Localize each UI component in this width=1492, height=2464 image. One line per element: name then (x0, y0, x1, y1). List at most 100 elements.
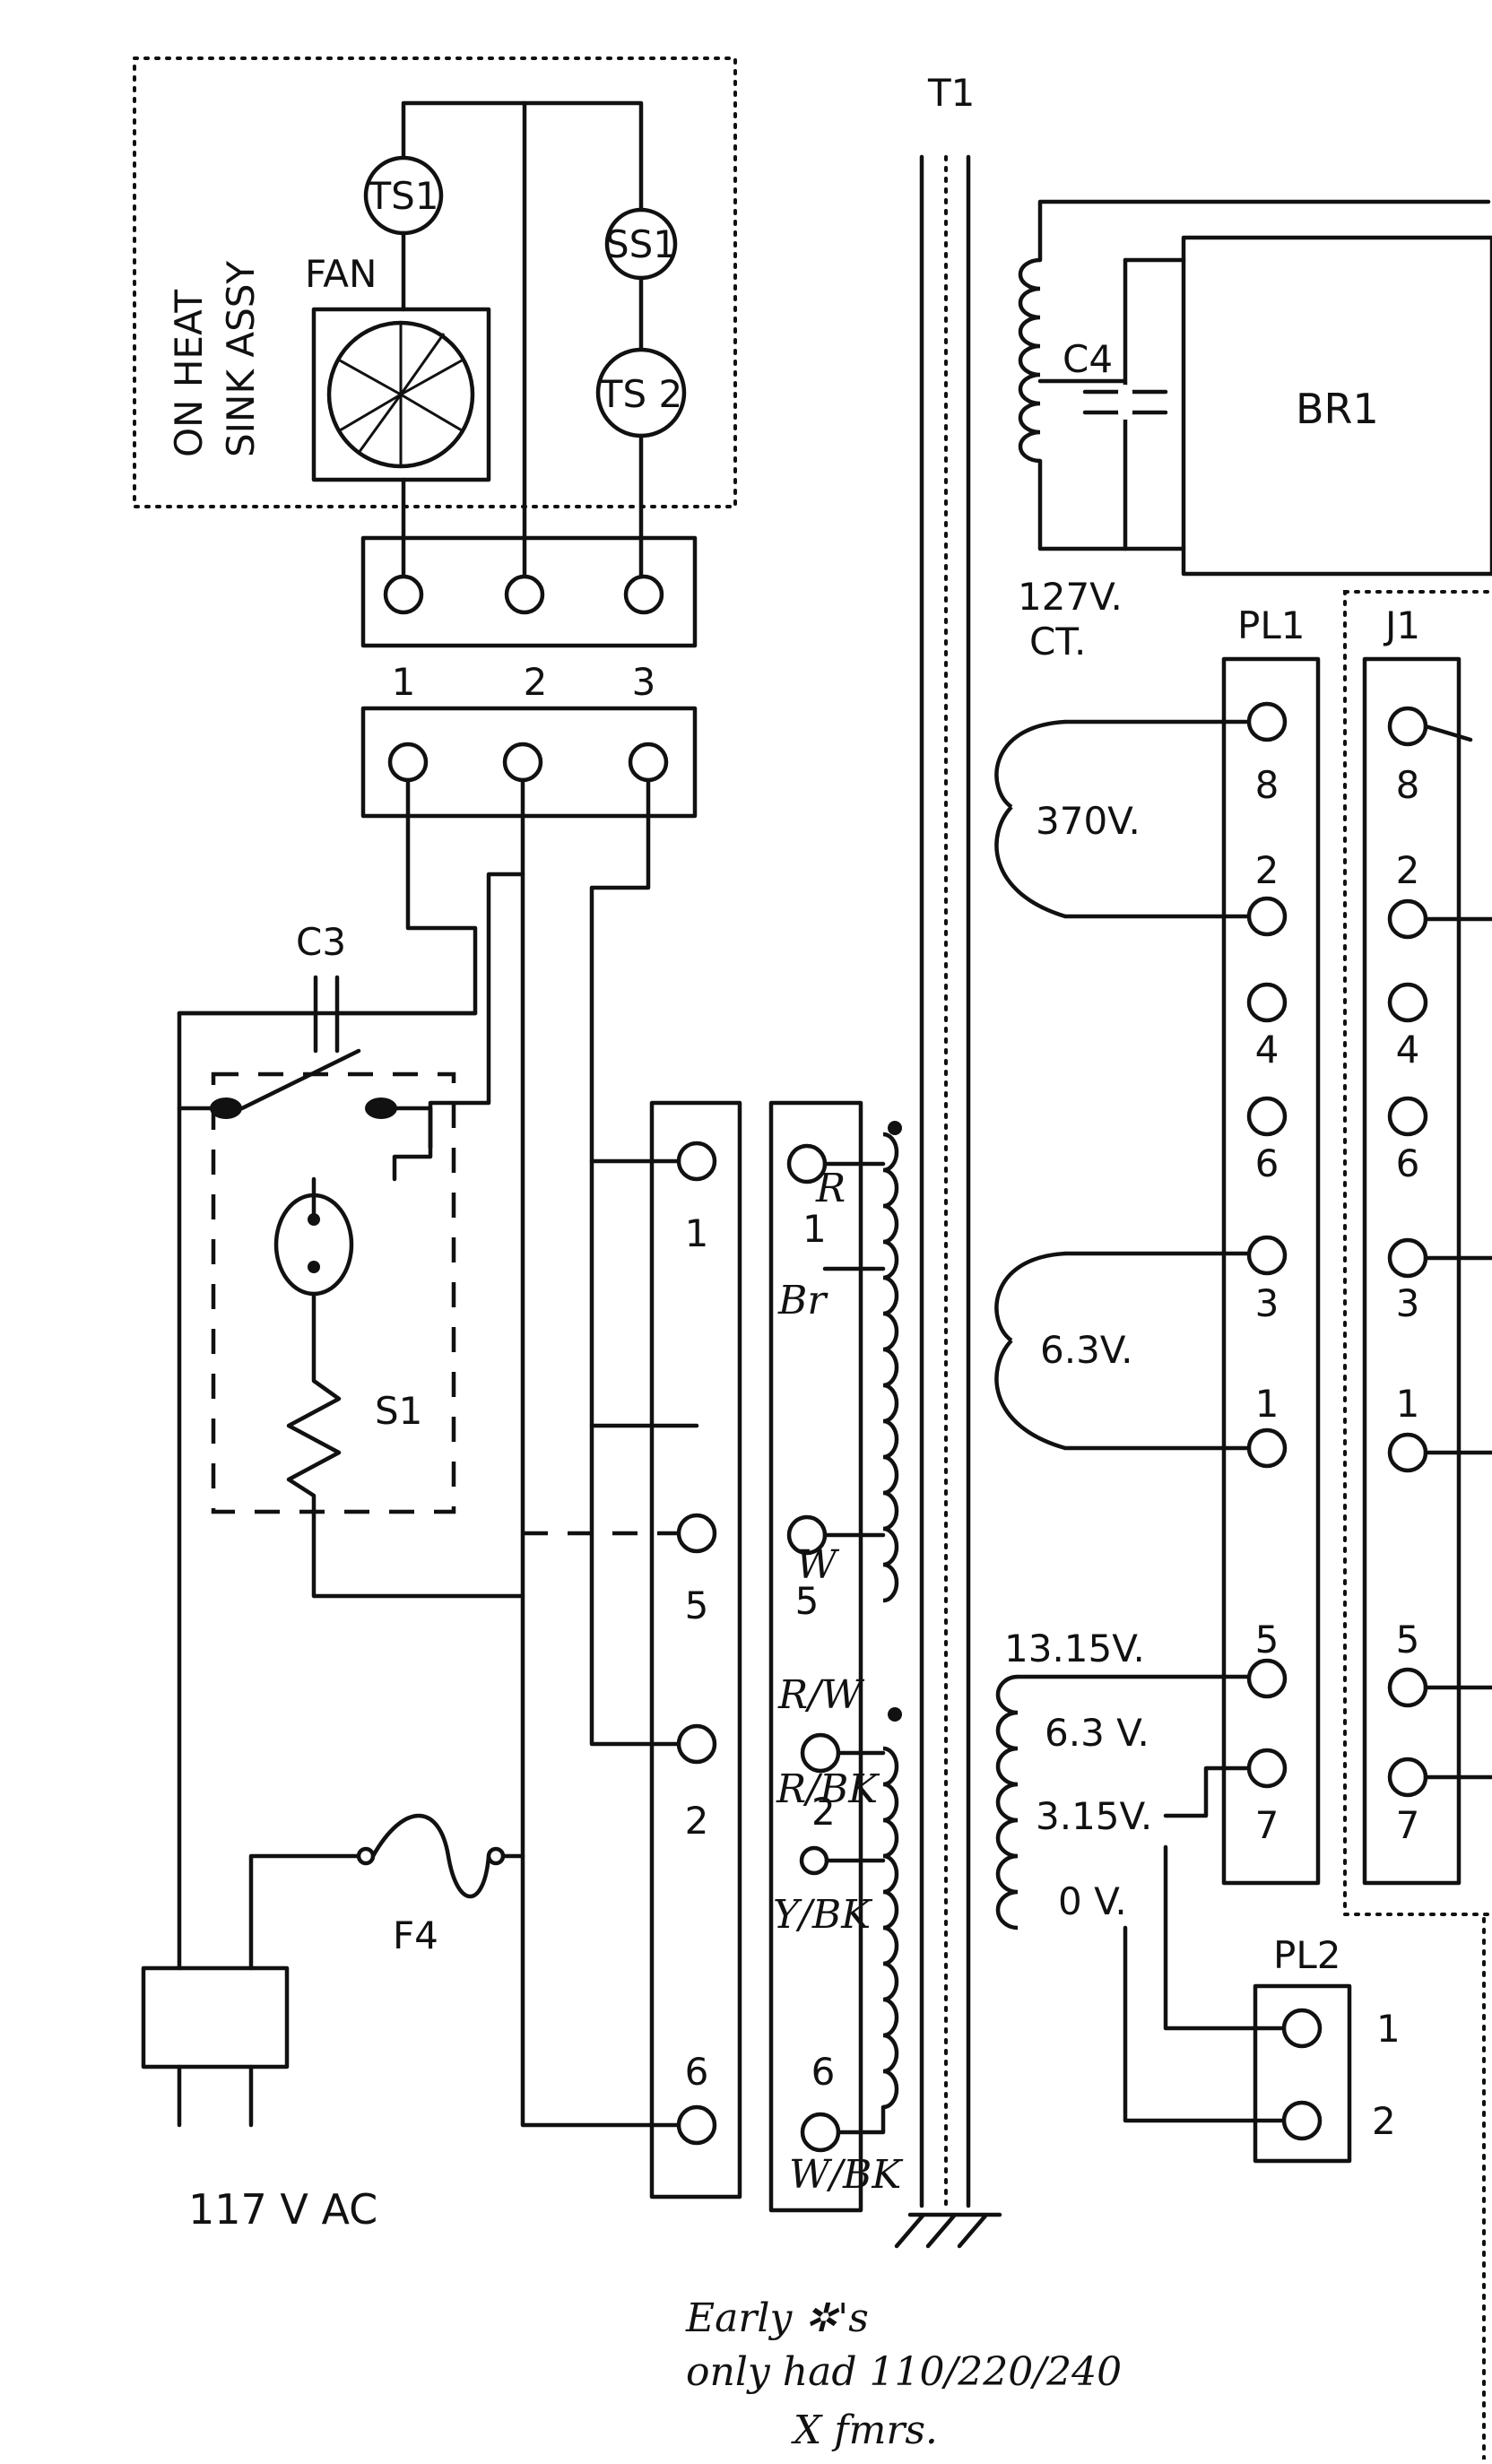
pl1-pin-1 (1246, 1427, 1288, 1469)
s1-resistor (286, 1291, 525, 1599)
j1-pin-8-wire (1423, 724, 1473, 742)
pl1-pin-4 (1246, 982, 1288, 1023)
pl1-pin-7 (1246, 1748, 1288, 1789)
terminal-1-label: 1 (685, 1211, 709, 1255)
terminal-5-label: 5 (685, 1583, 709, 1627)
pl1-pin-2-label: 2 (1255, 848, 1279, 892)
pl2-body (1253, 1983, 1352, 2164)
j1-pin-1 (1387, 1432, 1428, 1473)
pl1-pin-8-label: 8 (1255, 763, 1279, 807)
terminal-1 (676, 1141, 717, 1182)
j1-body (1362, 656, 1462, 1886)
winding-1-phase-dot (888, 1121, 902, 1135)
connector-lower-pin-1 (387, 742, 429, 783)
pl1-pin-3-label: 3 (1255, 1281, 1279, 1325)
j1-pin-3 (1387, 1237, 1428, 1279)
br1-bridge-rectifier (1181, 235, 1492, 577)
tap-1-number: 1 (802, 1207, 827, 1251)
ground-icon (894, 2212, 1002, 2249)
ct-top-wire (1037, 199, 1491, 263)
ac-plug-icon (141, 1965, 290, 2069)
j1-connector: J1 8 2 4 6 3 1 5 7 (1343, 590, 1492, 2461)
winding-6v3-label: 6.3V. (1040, 1328, 1132, 1372)
fan-housing (311, 307, 491, 482)
j1-pin-2 (1387, 898, 1428, 940)
tap-6-number: 6 (811, 2050, 836, 2094)
tap-13v15-label: 13.15V. (1004, 1627, 1145, 1670)
primary-tap-2 (800, 1732, 841, 1774)
j1-pin-8-label: 8 (1396, 763, 1420, 807)
tap-2-rbk-label: R/BK (776, 1766, 880, 1812)
pin3-wire (589, 777, 699, 1747)
switch-s1-section: C3 S1 (177, 777, 699, 2128)
s1-lamp-electrode-bottom (308, 1261, 320, 1273)
tap-3v15-lead (1163, 1844, 1287, 2031)
f4-fuse-icon (370, 1813, 491, 1898)
tap-2-color-label: R/W (777, 1672, 865, 1718)
j1-label: J1 (1383, 603, 1420, 647)
pl1-label: PL1 (1237, 603, 1305, 647)
j1-pin-7-label: 7 (1396, 1803, 1420, 1847)
ct-bottom-wire (1037, 458, 1186, 551)
ts1-label: TS1 (367, 174, 438, 218)
heat-sink-label-line1: ON HEAT (167, 290, 211, 457)
pl1-pin-3 (1246, 1235, 1288, 1276)
connector-lower-pin-3 (628, 742, 669, 783)
j1-pin-3-label: 3 (1396, 1281, 1420, 1325)
tap-6-lead (836, 2104, 886, 2135)
terminal-2-label: 2 (685, 1799, 709, 1843)
pl1-pin-8 (1246, 701, 1288, 742)
ts2-label: TS 2 (599, 372, 682, 416)
pl1-pin-7-label: 7 (1255, 1803, 1279, 1847)
pl2-pin-2 (1281, 2100, 1323, 2141)
pin1-wire (177, 777, 478, 1971)
primary-terminal-strip: 1 5 2 6 (523, 1100, 742, 2199)
j1-pin-1-label: 1 (1396, 1382, 1420, 1426)
s1-label: S1 (375, 1389, 422, 1433)
terminal-6 (676, 2104, 717, 2146)
c3-label: C3 (296, 920, 346, 964)
pl2-pin-1-label: 1 (1376, 2007, 1401, 2051)
t1-secondary: C4 BR1 127V. CT. 370V. 6.3V. 13.15V. 6.3… (994, 199, 1492, 2123)
note-line-2: only had 110/220/240 (686, 2349, 1122, 2395)
winding-370v-label: 370V. (1036, 799, 1141, 843)
s1-contact-left (210, 1098, 242, 1119)
pl2-connector: PL2 1 2 (1253, 1933, 1401, 2164)
tap-1-leads (822, 1161, 886, 1271)
heat-sink-top-wire (401, 100, 644, 213)
pin2-main-wire (520, 872, 699, 2128)
br1-label: BR1 (1296, 385, 1379, 433)
ss1-label: SS1 (605, 222, 677, 266)
ct-voltage-label: 127V. (1018, 575, 1123, 619)
winding-370v (994, 719, 1066, 919)
pl1-connector: PL1 8 2 4 6 3 1 5 7 (1221, 603, 1321, 1886)
connector-upper-pin-1 (383, 574, 424, 615)
tap-6v3-lead (1163, 1766, 1267, 1818)
pl1-pin-6-label: 6 (1255, 1141, 1279, 1185)
s1-lamp-electrode-top (308, 1213, 320, 1226)
terminal-6-label: 6 (685, 2050, 709, 2094)
winding-6v3-leads (1063, 1251, 1267, 1451)
pl2-label: PL2 (1273, 1933, 1340, 1977)
power-input-section: F4 117 V AC (141, 1813, 525, 2234)
j1-pin-6-label: 6 (1396, 1141, 1420, 1185)
winding-6v3 (994, 1251, 1066, 1451)
j1-board-boundary (1343, 590, 1492, 1916)
fan-icon (326, 320, 475, 469)
t1-core: T1 (894, 71, 1002, 2249)
tap-ybk-label: Y/BK (773, 1892, 872, 1938)
tap-0v-lead (1123, 1925, 1287, 2123)
tap-5-color-label: W (796, 1542, 840, 1588)
connector-upper-block (360, 535, 698, 648)
t1-primary: R 1 Br W 5 R/W R/BK 2 Y/BK 6 W/BK (768, 1100, 903, 2213)
j1-pin-5 (1387, 1667, 1428, 1708)
fan-blades (339, 325, 463, 464)
tap-6-color-label: W/BK (789, 2152, 903, 2198)
note-line-3: X fmrs. (791, 2408, 938, 2453)
pl1-pin-5 (1246, 1658, 1288, 1699)
heat-sink-assembly: ON HEAT SINK ASSY TS1 FAN SS1 TS 2 (133, 56, 737, 586)
terminal-2 (676, 1723, 717, 1765)
c4-label: C4 (1063, 337, 1113, 381)
